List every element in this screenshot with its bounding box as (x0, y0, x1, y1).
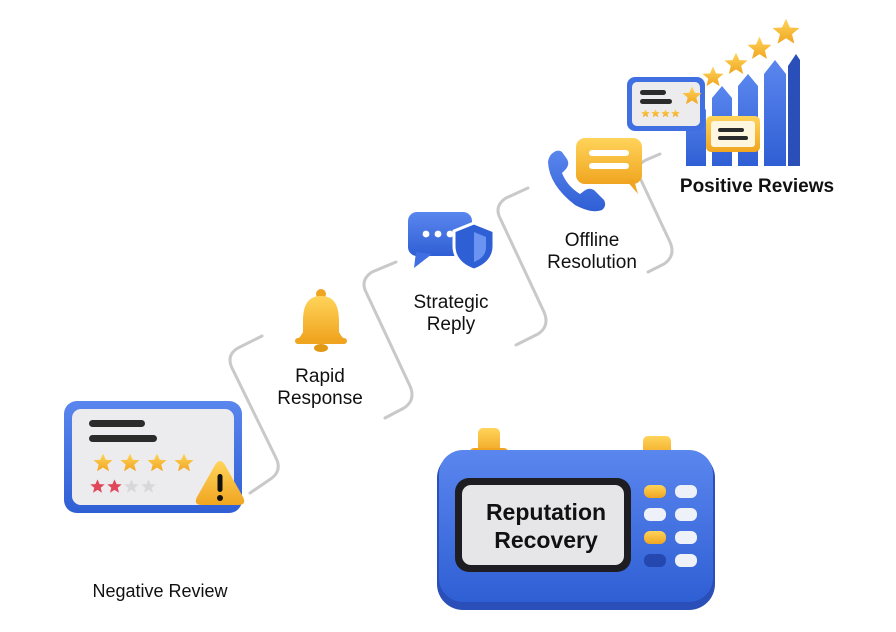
offline-resolution-label: Offline Resolution (540, 230, 644, 274)
review-card-icon (627, 77, 705, 131)
positive-reviews-label: Positive Reviews (662, 176, 852, 198)
offline-resolution-icon (548, 138, 642, 212)
negative-review-text: Negative Review (92, 581, 228, 601)
shield-icon (452, 221, 496, 272)
device-screen-text: Reputation Recovery (462, 498, 630, 554)
reputation-recovery-device (437, 428, 715, 610)
rapid-response-line2: Response (277, 388, 363, 409)
rapid-response-label: Rapid Response (262, 366, 378, 410)
strategic-reply-label: Strategic Reply (390, 292, 512, 336)
negative-review-label: Negative Review (70, 580, 250, 602)
process-connector (228, 152, 674, 495)
strategic-reply-icon (408, 212, 496, 272)
negative-review-icon (64, 401, 245, 513)
warning-icon (195, 461, 245, 505)
bell-icon (295, 289, 347, 352)
phone-icon (548, 150, 606, 212)
message-icon (576, 138, 642, 194)
positive-reviews-icon (627, 18, 800, 166)
rapid-response-line1: Rapid (295, 366, 345, 387)
device-buttons (644, 485, 697, 567)
device-screen-line2: Recovery (494, 527, 598, 553)
positive-reviews-text: Positive Reviews (679, 176, 835, 197)
strategic-reply-line2: Reply (426, 314, 476, 335)
offline-resolution-line2: Resolution (547, 252, 637, 273)
device-screen-line1: Reputation (485, 499, 607, 525)
mini-review-card (706, 116, 760, 152)
strategic-reply-line1: Strategic (413, 292, 489, 313)
offline-resolution-line1: Offline (564, 230, 620, 251)
